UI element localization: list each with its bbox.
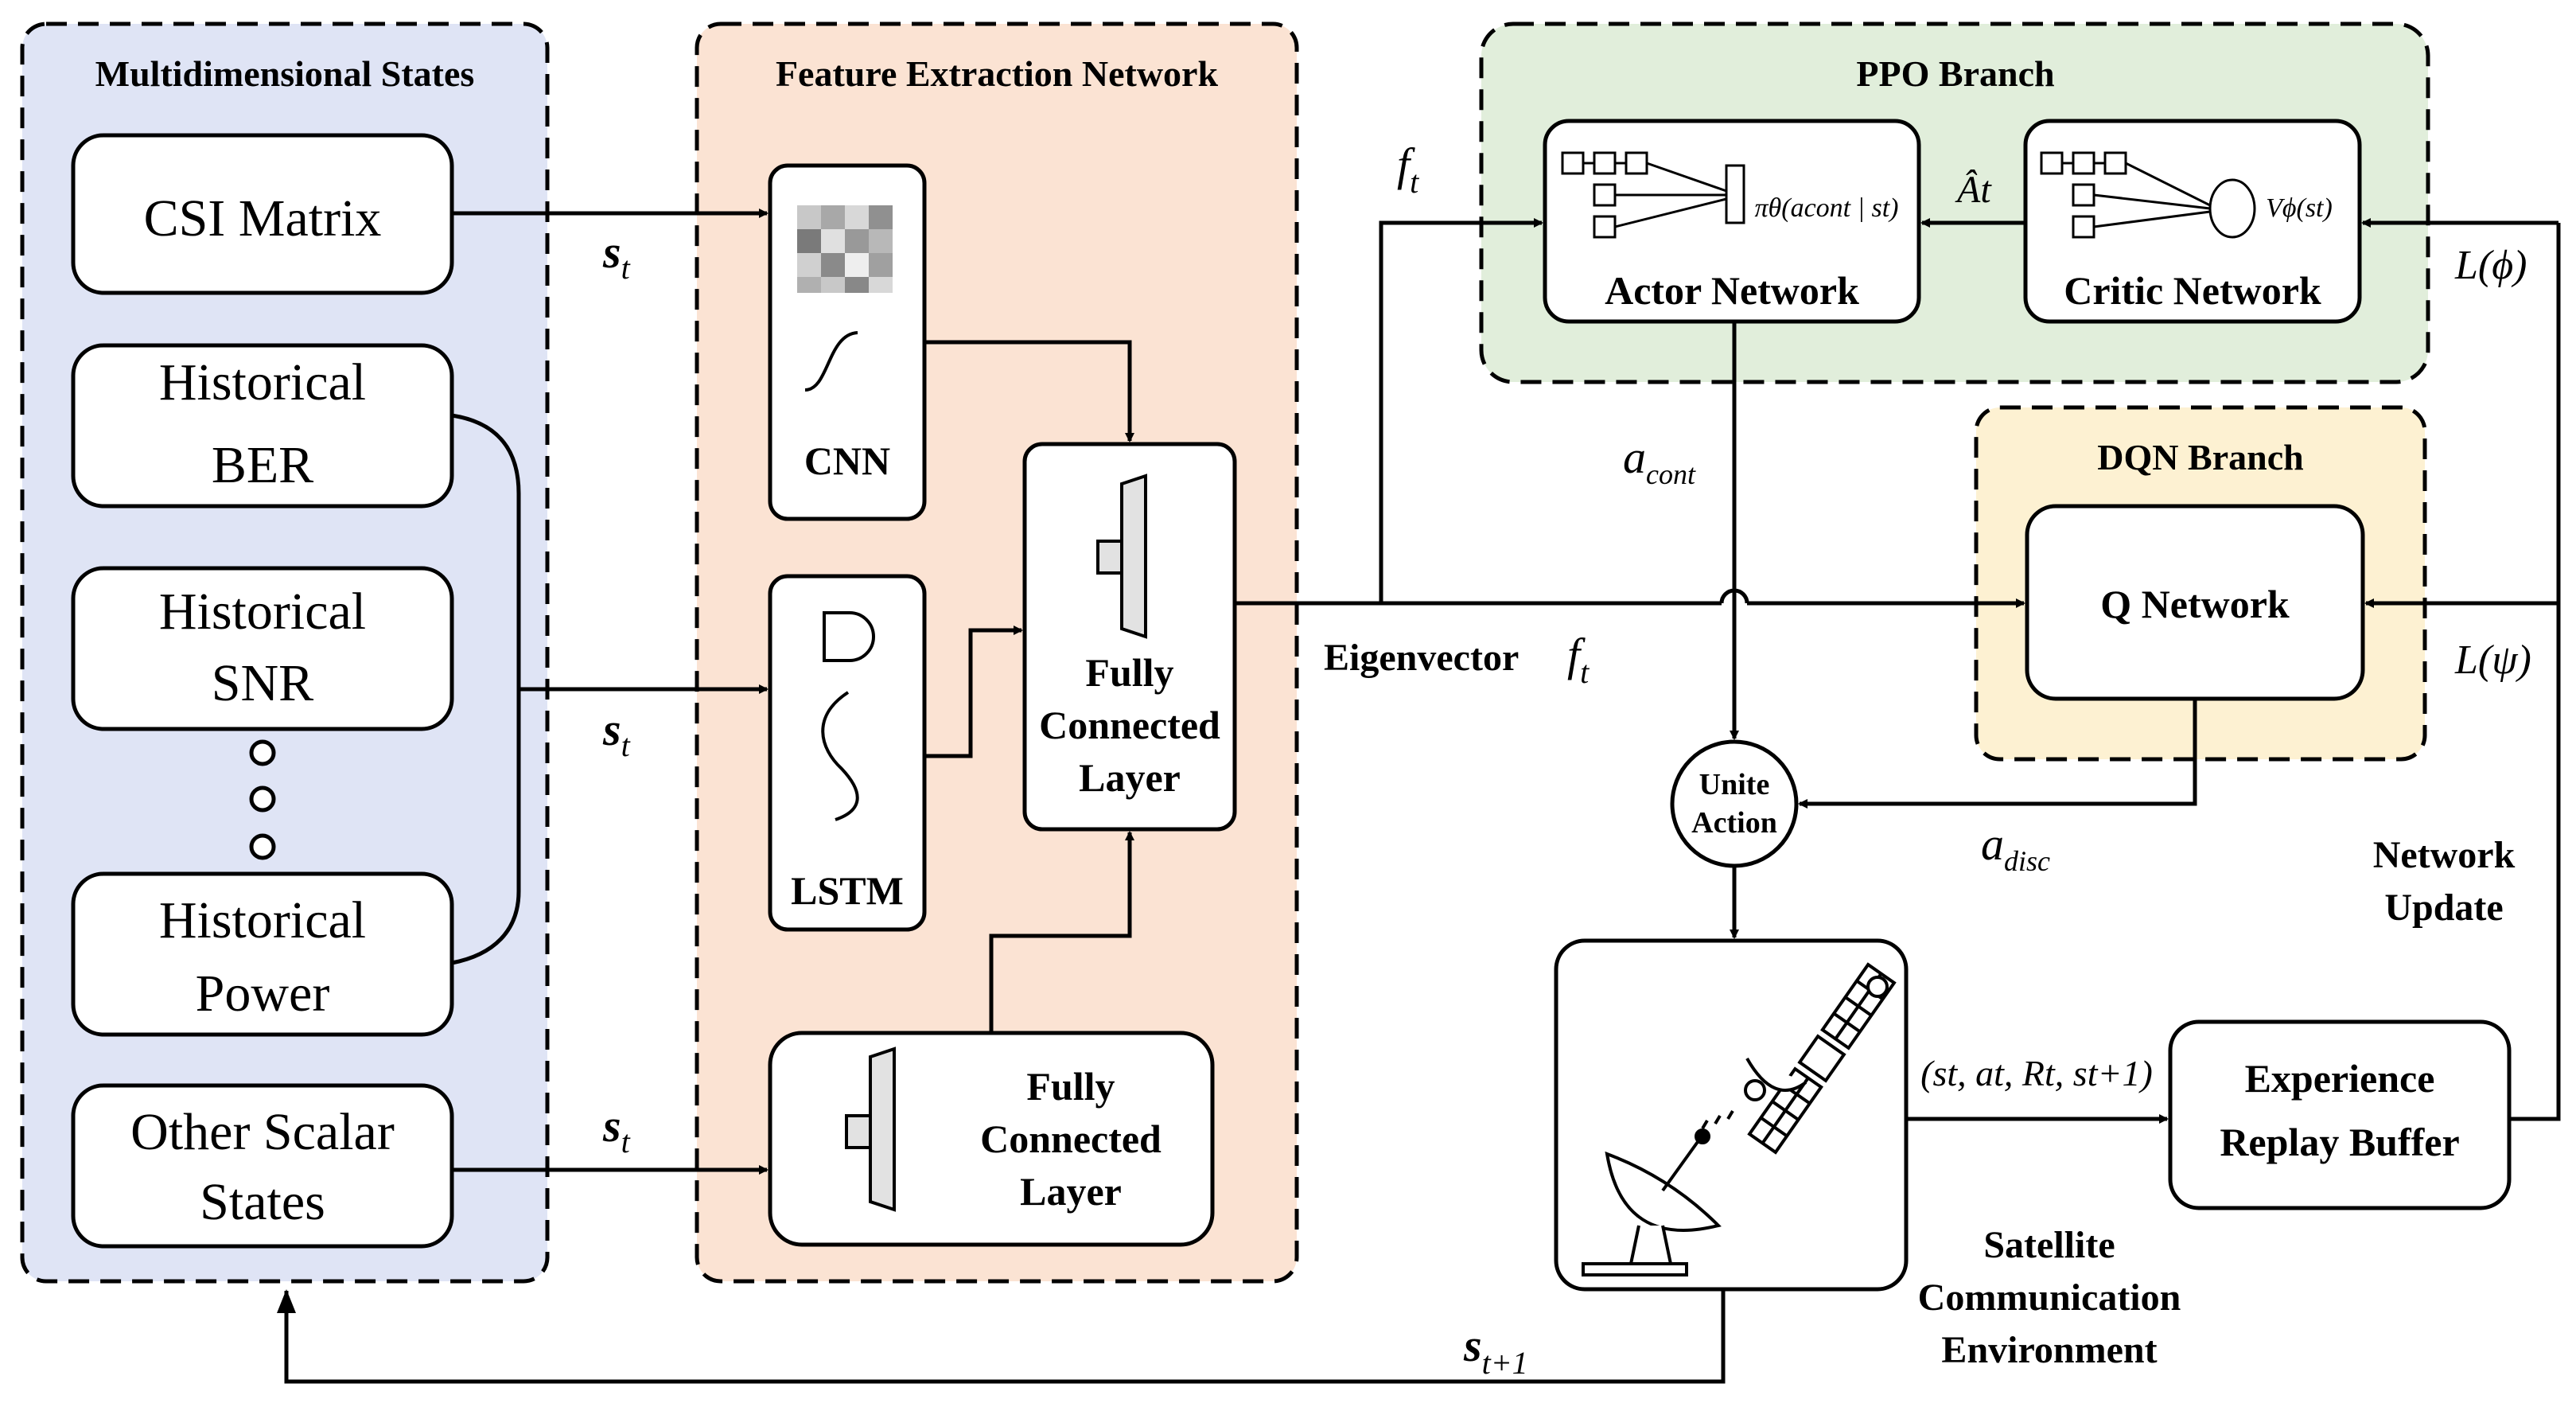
critic-label: Critic Network	[2064, 268, 2321, 313]
advantage-label: Ât	[1955, 169, 1992, 211]
network-update-line2: Update	[2384, 887, 2503, 929]
feature-panel-title: Feature Extraction Network	[776, 53, 1219, 94]
fcsmall-to-fc-arrow	[989, 831, 1134, 1033]
connectors	[277, 209, 2561, 1384]
loss-phi-label: L(ϕ)	[2454, 243, 2527, 288]
actor-mini-net-icon	[1561, 151, 1745, 239]
svg-text:acont: acont	[1623, 431, 1696, 490]
csi-matrix-box: CSI Matrix	[71, 133, 454, 295]
label-st-2: st	[602, 704, 631, 763]
scalar-line2: States	[200, 1173, 325, 1231]
fc-main-box: Fully Connected Layer	[1022, 442, 1237, 832]
fc-small-line2: Connected	[980, 1117, 1162, 1161]
actor-label: Actor Network	[1605, 268, 1859, 313]
svg-text:ft: ft	[1567, 629, 1590, 690]
ground-dish-icon	[1582, 1128, 1722, 1276]
fc-layer-icon	[1096, 474, 1147, 639]
unite-line2: Action	[1691, 806, 1777, 840]
ber-line2: BER	[212, 436, 313, 494]
svg-text:st+1: st+1	[1463, 1319, 1528, 1381]
historical-power-box: Historical Power	[71, 871, 454, 1037]
lstm-to-fc-arrow	[924, 626, 1023, 758]
states-panel-title: Multidimensional States	[95, 53, 475, 94]
power-line1: Historical	[159, 891, 366, 949]
ppo-panel-title: PPO Branch	[1856, 53, 2054, 94]
satellite-icon	[1744, 962, 1897, 1155]
actor-network-box: πθ(acont | st) Actor Network	[1543, 119, 1921, 324]
ber-line1: Historical	[159, 353, 366, 411]
label-ft-top: ft	[1397, 138, 1419, 200]
svg-text:Eigenvector: Eigenvector	[1324, 637, 1519, 679]
label-eigenvector: Eigenvector ft	[1324, 629, 1590, 690]
svg-text:st: st	[602, 704, 631, 763]
snr-line2: SNR	[212, 654, 313, 712]
fc-small-line1: Fully	[1026, 1064, 1115, 1109]
other-scalar-box: Other Scalar States	[71, 1083, 454, 1249]
cnn-box: CNN	[768, 163, 927, 521]
buffer-line2: Replay Buffer	[2220, 1120, 2459, 1164]
svg-text:st: st	[602, 1100, 631, 1160]
svg-text:st: st	[602, 226, 631, 286]
sigmoid-icon	[804, 331, 858, 392]
lstm-box: LSTM	[768, 574, 927, 932]
label-st-3: st	[602, 1100, 631, 1160]
replay-buffer-box: Experience Replay Buffer	[2168, 1019, 2512, 1210]
fc-small-layer-icon	[845, 1046, 896, 1212]
svg-text:adisc: adisc	[1981, 818, 2050, 877]
fc-small-box: Fully Connected Layer	[768, 1031, 1215, 1247]
loss-psi-label: L(ψ)	[2454, 637, 2531, 683]
snr-line1: Historical	[159, 583, 366, 641]
fc-small-line3: Layer	[1020, 1169, 1122, 1214]
label-a-disc: adisc	[1981, 818, 2050, 877]
env-line2: Communication	[1918, 1276, 2181, 1319]
q-to-unite-arrow	[1798, 699, 2197, 809]
label-st-1: st	[602, 226, 631, 286]
q-network-box: Q Network	[2025, 504, 2365, 701]
critic-mini-net-icon	[2040, 151, 2256, 239]
history-bracket	[451, 413, 521, 965]
environment-box	[1554, 938, 1909, 1292]
dqn-panel-title: DQN Branch	[2097, 437, 2303, 477]
fc-main-line2: Connected	[1039, 703, 1220, 747]
fc-main-line1: Fully	[1085, 650, 1173, 695]
ellipsis-dots	[249, 739, 276, 860]
historical-ber-box: Historical BER	[71, 343, 454, 509]
lstm-wave-icon	[821, 691, 859, 821]
fc-main-line3: Layer	[1079, 755, 1181, 800]
value-formula: Vϕ(st)	[2266, 193, 2333, 223]
policy-formula: πθ(acont | st)	[1755, 193, 1899, 223]
scalar-line1: Other Scalar	[130, 1103, 395, 1161]
label-st-plus-1: st+1	[1463, 1319, 1528, 1381]
lstm-gate-icon	[823, 611, 875, 662]
transition-tuple-label: (st, at, Rt, st+1)	[1920, 1053, 2153, 1093]
feedback-line	[277, 1289, 1726, 1384]
critic-network-box: Vϕ(st) Critic Network	[2023, 119, 2362, 324]
network-update-line1: Network	[2373, 834, 2516, 876]
env-line3: Environment	[1941, 1329, 2157, 1371]
label-a-cont: acont	[1623, 431, 1696, 490]
cnn-to-fc-arrow	[924, 340, 1134, 442]
f-to-actor-arrow	[1379, 218, 1543, 603]
buffer-line1: Experience	[2245, 1056, 2435, 1101]
buffer-update-line	[2509, 223, 2561, 1121]
cnn-feature-map-icon	[797, 205, 893, 293]
unite-action-node: Unite Action	[1670, 739, 1799, 868]
signal-dots-icon	[1701, 1109, 1734, 1130]
env-line1: Satellite	[1983, 1224, 2115, 1266]
csi-matrix-label: CSI Matrix	[144, 189, 382, 247]
cnn-label: CNN	[804, 438, 890, 483]
unite-line1: Unite	[1699, 768, 1770, 801]
power-line2: Power	[196, 965, 330, 1023]
q-network-label: Q Network	[2100, 582, 2290, 626]
lstm-label: LSTM	[791, 868, 904, 913]
historical-snr-box: Historical SNR	[71, 566, 454, 731]
svg-text:ft: ft	[1397, 138, 1419, 200]
